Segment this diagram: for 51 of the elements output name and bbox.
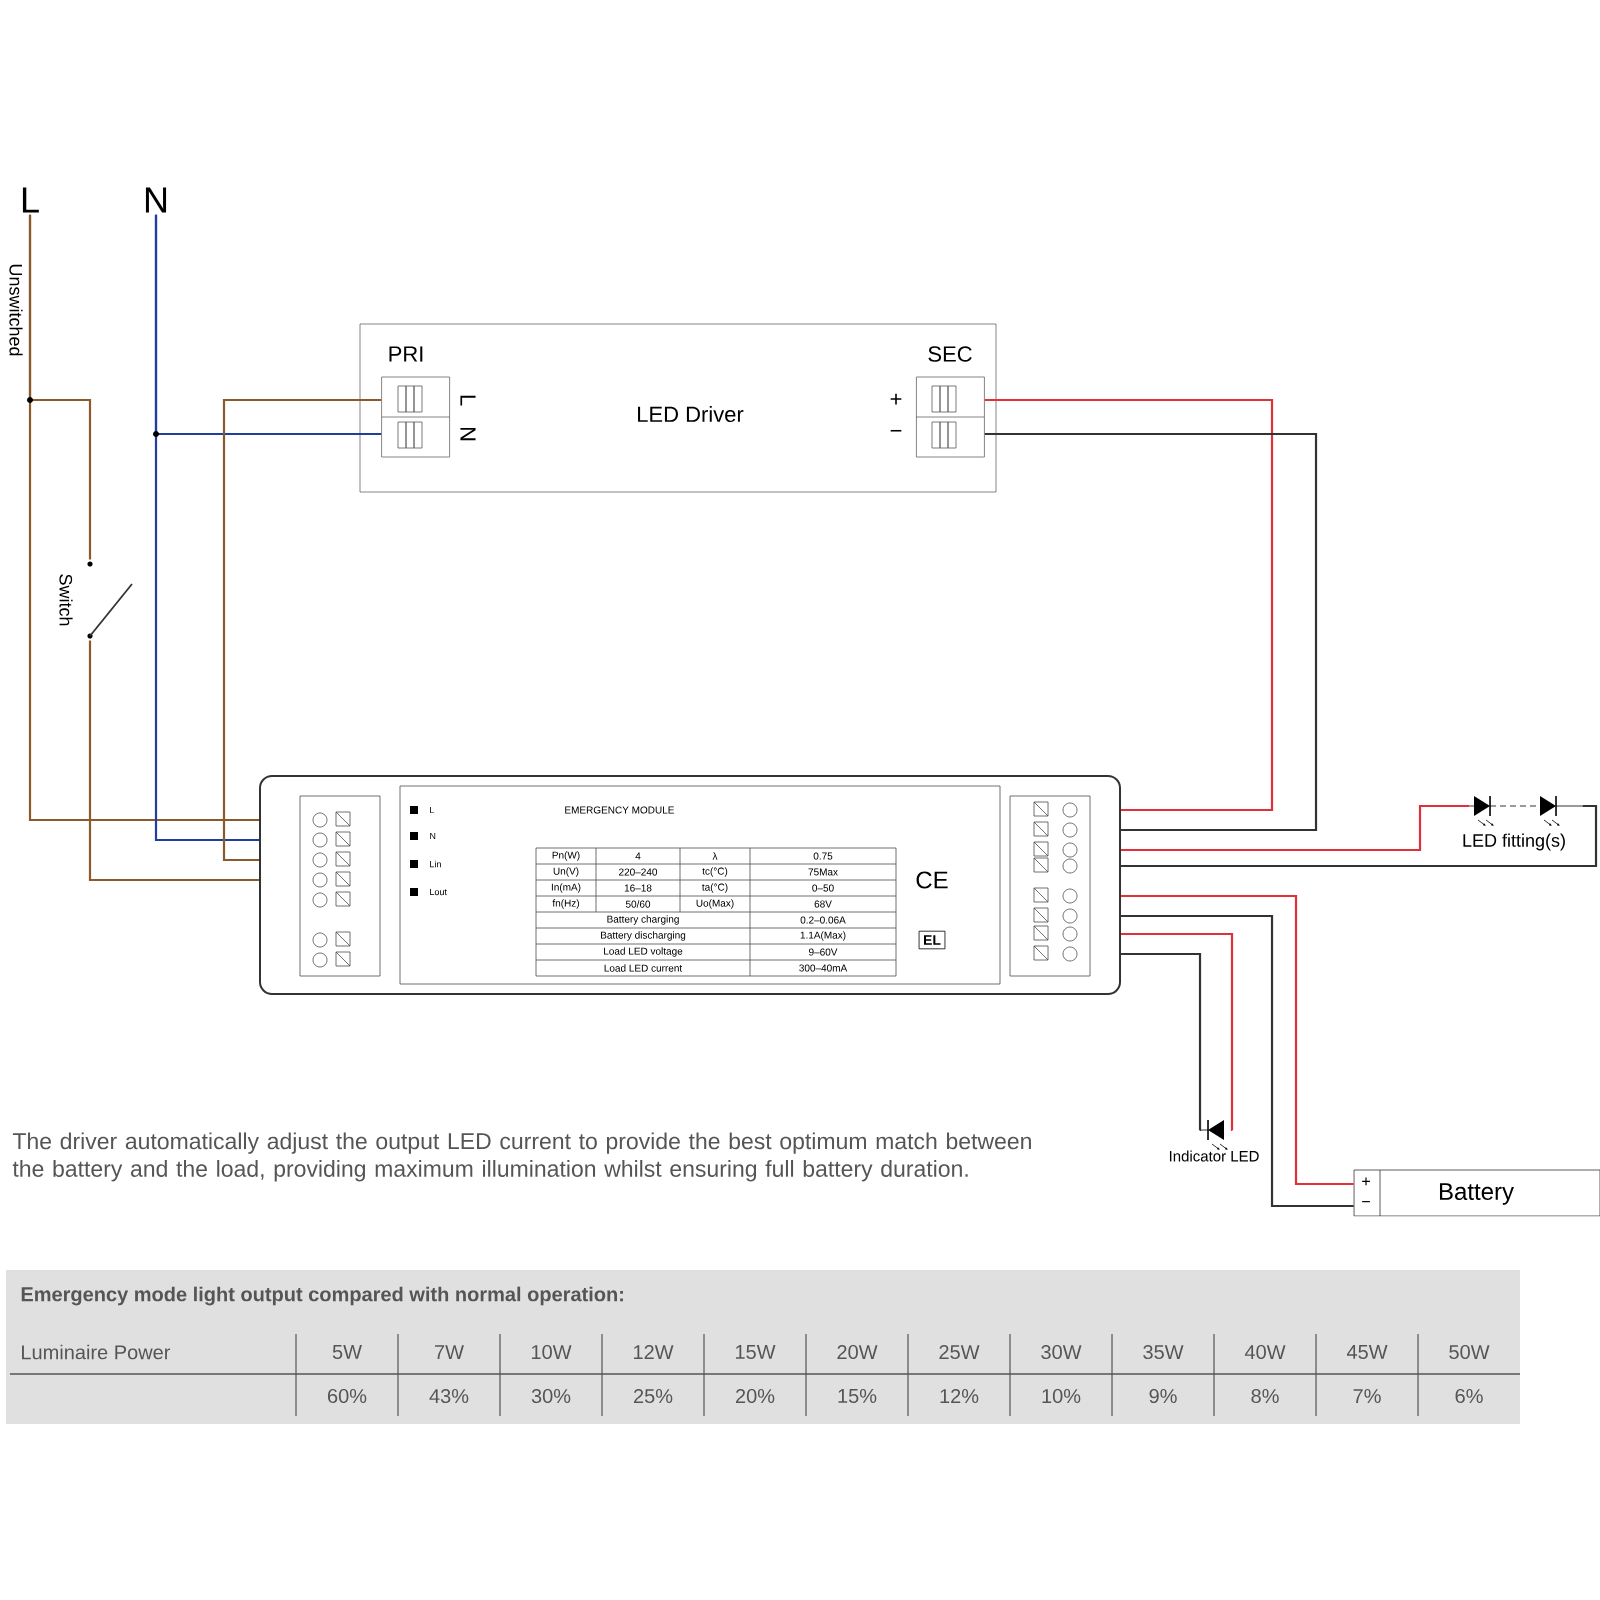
wire <box>1121 952 1202 1132</box>
table-cell: 10% <box>1042 1388 1081 1404</box>
table-cell: 7% <box>1353 1389 1381 1403</box>
switch-label: Switch <box>59 574 73 626</box>
table-title: Emergency mode light output compared with normal operation: <box>21 1286 623 1306</box>
wire <box>984 432 1318 832</box>
table-cell: 60% <box>328 1388 367 1404</box>
wire <box>1121 804 1598 868</box>
table-cell: 43% <box>429 1388 469 1404</box>
wire <box>154 214 259 842</box>
wire-label: Unswitched <box>9 264 23 356</box>
table-cell: 15% <box>838 1388 877 1404</box>
wire <box>28 214 92 560</box>
wire <box>984 398 1274 812</box>
wire <box>222 398 382 862</box>
table-cell: 30% <box>531 1388 571 1404</box>
table-cell: 30W <box>1041 1344 1082 1360</box>
polarity-label: − <box>1362 1201 1370 1203</box>
caption-text: The driver automatically adjust the output LED current to provide the best optimum match between the battery and the load, providing maximum illumination whilst ensuring full battery duration. <box>12 1132 1031 1182</box>
table-cell: 20% <box>736 1388 775 1404</box>
polarity-label: + <box>890 393 902 405</box>
wire <box>88 640 259 882</box>
table-cell: 45W <box>1346 1345 1388 1359</box>
terminal-heading: SEC <box>928 346 972 362</box>
table-cell: 12W <box>634 1345 674 1359</box>
table-cell: 7W <box>435 1345 464 1359</box>
wire <box>1121 804 1470 852</box>
table-cell: 9% <box>1149 1388 1177 1404</box>
wire <box>1121 932 1234 1132</box>
table-cell: 35W <box>1143 1344 1184 1360</box>
table-cell: 12% <box>940 1389 979 1404</box>
polarity-label: L <box>460 395 476 406</box>
polarity-label: + <box>1362 1177 1370 1186</box>
terminal-heading: PRI <box>389 346 423 362</box>
polarity-label: N <box>460 427 476 441</box>
led-label: LED fitting(s) <box>1463 833 1565 851</box>
table-cell: 15W <box>736 1345 776 1359</box>
table-cell: Luminaire Power <box>22 1344 171 1360</box>
table-cell: 10W <box>532 1344 572 1360</box>
terminal-label: N <box>145 187 167 213</box>
terminal-label: L <box>22 187 39 213</box>
certification-mark: CE <box>916 871 948 889</box>
table-cell: 5W <box>332 1345 362 1359</box>
table-cell: 20W <box>837 1344 878 1360</box>
table-cell: 8% <box>1251 1388 1279 1404</box>
polarity-label: − <box>890 429 902 432</box>
table-cell: 40W <box>1244 1344 1286 1360</box>
table-cell: 6% <box>1455 1388 1483 1404</box>
table-cell: 25% <box>634 1388 673 1404</box>
table-cell: 50W <box>1449 1344 1490 1360</box>
table-cell: 25W <box>939 1344 980 1360</box>
